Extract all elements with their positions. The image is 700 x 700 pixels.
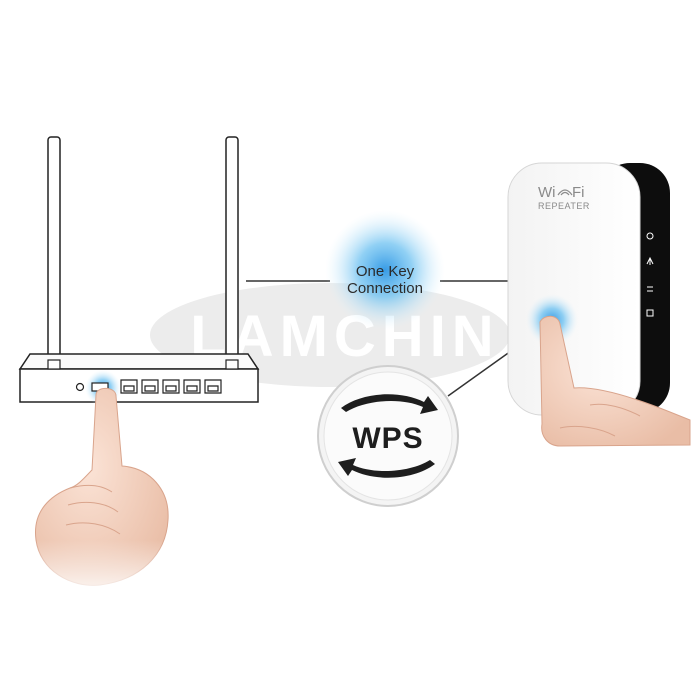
wps-led-icon (647, 286, 653, 292)
one-key-line1: One Key (356, 263, 415, 280)
repeater-icon: Wi Fi REPEATER (507, 162, 670, 416)
router-lan-ports (120, 379, 222, 394)
wifi-led-icon (646, 256, 654, 265)
repeater-model: REPEATER (538, 201, 590, 211)
sync-arrows-icon (338, 394, 438, 478)
one-key-glow (325, 210, 445, 330)
router-icon (18, 136, 260, 406)
hand-right-icon (539, 315, 691, 447)
wps-label: WPS (352, 422, 423, 455)
router-body (19, 368, 259, 403)
repeater-wifi-glyph (557, 189, 573, 196)
wps-badge: WPS (317, 365, 459, 507)
one-key-callout: One Key Connection (325, 210, 445, 330)
one-key-line2: Connection (347, 280, 423, 297)
power-led-icon (646, 232, 654, 240)
repeater-status-leds (646, 232, 654, 317)
repeater-brand-left: Wi (538, 184, 556, 201)
lan-led-icon (646, 309, 654, 317)
router-power-jack (75, 382, 85, 392)
repeater-brand-right: Fi (572, 184, 585, 201)
hand-left-icon (20, 387, 190, 600)
